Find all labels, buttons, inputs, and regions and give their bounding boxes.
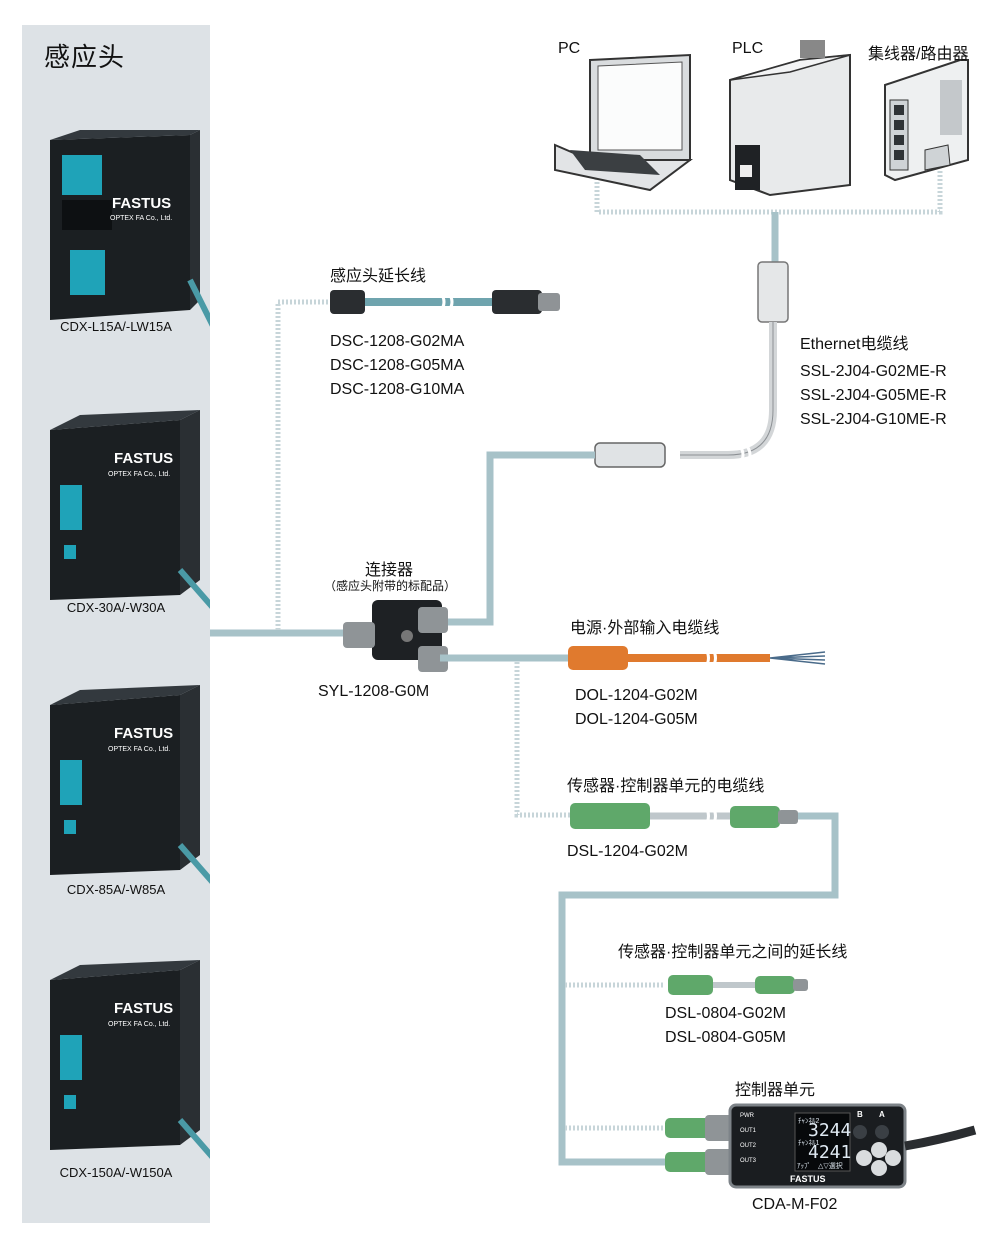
sensor-brand-logo: FASTUS [114, 725, 174, 742]
dsl-connector-left [570, 803, 650, 829]
ext-connector-right [755, 976, 795, 994]
head-extension-model: DSC-1208-G05MA [330, 357, 465, 374]
out3-indicator: OUT3 [740, 1158, 757, 1164]
head-extension-title: 感应头延长线 [330, 268, 427, 285]
ethernet-cable-model: SSL-2J04-G02ME-R [800, 363, 947, 380]
sensor-brand-logo: FASTUS [114, 1000, 174, 1017]
hub-label: 集线器/路由器 [868, 46, 969, 63]
sensor-brand-logo: FASTUS [114, 450, 174, 467]
sensor-controller-cable-title: 传感器·控制器单元的电缆线 [567, 778, 765, 795]
ethernet-cable [680, 322, 777, 459]
head-extension-connector-right [492, 290, 542, 314]
display-value-2: 4241 [808, 1142, 852, 1163]
head-extension-model: DSC-1208-G02MA [330, 333, 465, 350]
ethernet-plug [757, 261, 789, 323]
ext-connector-left [668, 975, 713, 995]
controller-unit-model: CDA-M-F02 [752, 1196, 838, 1213]
sensor-model-label: CDX-30A/-W30A [66, 600, 166, 615]
button-a-label: A [879, 1110, 885, 1119]
controller-extension-model: DSL-0804-G02M [665, 1005, 786, 1022]
display-value-1: 3244 [808, 1120, 852, 1141]
ethernet-cable-title: Ethernet电缆线 [800, 336, 909, 353]
connector-model: SYL-1208-G0M [318, 683, 430, 700]
head-extension-dotted-line [275, 299, 330, 630]
sensor-model-label: CDX-150A/-W150A [59, 1165, 173, 1180]
hub-router-image [884, 59, 969, 182]
pc-laptop-image [554, 53, 693, 192]
head-extension-connector-left [330, 290, 365, 314]
power-cable-wires [769, 651, 826, 665]
connector-note: （感应头附带的标配品） [324, 579, 457, 593]
sensor-model-label: CDX-85A/-W85A [66, 882, 166, 897]
sensor-head-image-85 [50, 685, 210, 884]
sensor-panel-title: 感应头 [44, 42, 126, 72]
plc-label: PLC [732, 40, 764, 57]
controller-display [794, 1112, 851, 1172]
out2-indicator: OUT2 [740, 1143, 757, 1149]
controller-brand-logo: FASTUS [790, 1174, 826, 1184]
button-b-label: B [857, 1110, 863, 1119]
head-extension-model: DSC-1208-G10MA [330, 381, 465, 398]
network-dotted-line [594, 170, 943, 215]
sensor-brand-sub: OPTEX FA Co., Ltd. [108, 746, 171, 753]
controller-unit-title: 控制器单元 [735, 1082, 816, 1099]
power-cable-title: 电源·外部输入电缆线 [570, 620, 720, 637]
display-footer-left: ｱｯﾌﾟ [797, 1163, 811, 1170]
sensor-model-label: CDX-L15A/-LW15A [60, 319, 172, 334]
sensor-controller-cable-model: DSL-1204-G02M [567, 843, 688, 860]
sensor-head-image-l15 [50, 130, 210, 327]
power-cable-connector [568, 646, 628, 670]
sensor-panel: 感应头 FASTUS OPTEX FA Co., Ltd. CDX-L15A/-… [22, 25, 210, 1223]
ethernet-cable-model: SSL-2J04-G05ME-R [800, 387, 947, 404]
dsl-connector-right [730, 806, 780, 828]
out1-indicator: OUT1 [740, 1128, 757, 1134]
display-ch1-label: ﾁｬﾝﾈﾙ1 [798, 1140, 820, 1147]
ethernet-cable-model: SSL-2J04-G10ME-R [800, 411, 947, 428]
power-cable-model: DOL-1204-G05M [575, 711, 698, 728]
sensor-head-image-30 [50, 410, 210, 609]
sensor-brand-logo: FASTUS [112, 195, 172, 212]
pwr-indicator: PWR [740, 1113, 754, 1119]
power-cable-model: DOL-1204-G02M [575, 687, 698, 704]
controller-extension-title: 传感器·控制器单元之间的延长线 [618, 944, 848, 961]
pc-label: PC [558, 40, 581, 57]
sensor-brand-sub: OPTEX FA Co., Ltd. [108, 1021, 171, 1028]
sensor-brand-sub: OPTEX FA Co., Ltd. [108, 471, 171, 478]
sensor-head-image-150 [50, 960, 210, 1159]
display-footer-right: △▽選択 [818, 1163, 843, 1170]
ethernet-m12-connector [594, 442, 666, 468]
plc-image [729, 40, 851, 197]
display-ch2-label: ﾁｬﾝﾈﾙ2 [798, 1118, 820, 1125]
connector-title: 连接器 [365, 562, 414, 579]
controller-extension-model: DSL-0804-G05M [665, 1029, 786, 1046]
sensor-brand-sub: OPTEX FA Co., Ltd. [110, 215, 173, 222]
